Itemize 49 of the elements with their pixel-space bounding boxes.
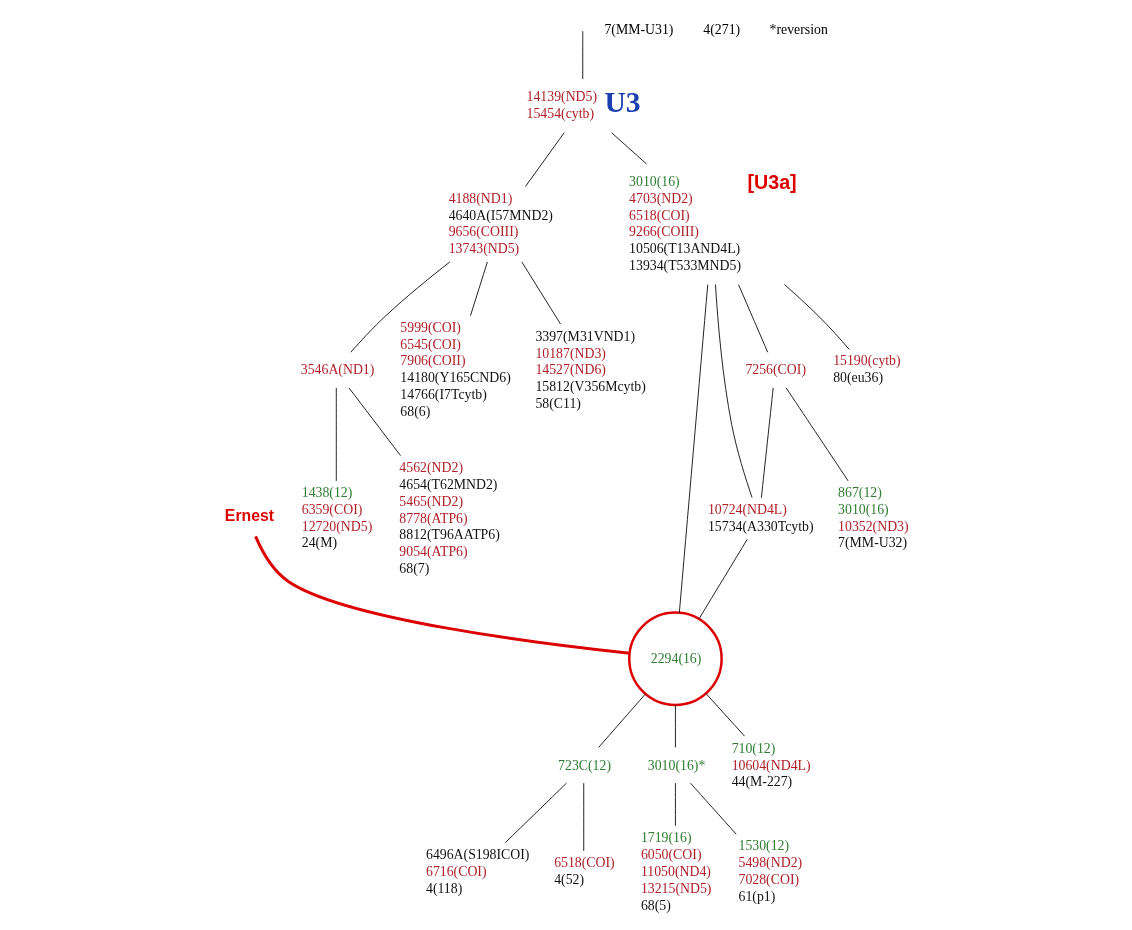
- connector: [335, 387, 337, 482]
- node-circle: 2294(16): [628, 611, 723, 707]
- connector: [738, 284, 769, 353]
- connector: [350, 261, 451, 353]
- connector: [785, 387, 849, 482]
- connector: [504, 782, 567, 844]
- label: 4(271): [703, 21, 741, 37]
- node-text: 1719(16) 6050(COI) 11050(ND4) 13215(ND5) 68(5): [640, 830, 712, 913]
- node-label: U3: [604, 85, 641, 118]
- connector: [690, 782, 737, 835]
- node-text: 5999(COI) 6545(COI) 7906(COII) 14180(Y165CND6) 14766(I7Tcytb) 68(6): [400, 319, 511, 419]
- node-text: 4562(ND2) 4654(T62MND2) 5465(ND2) 8778(ATP6) 8812(T96AATP6) 9054(ATP6) 68(7): [399, 460, 500, 576]
- node-text: 4188(ND1) 4640A(I57MND2) 9656(COIII) 13743(ND5): [448, 190, 553, 257]
- connector: [524, 132, 565, 187]
- connector: [714, 284, 753, 498]
- connector: [521, 261, 562, 325]
- connector: [598, 693, 646, 748]
- node-text: 1530(12) 5498(ND2) 7028(COI) 61(p1): [738, 838, 803, 904]
- node-text: 3010(16)*: [647, 757, 706, 773]
- connector: [760, 387, 774, 499]
- node-text: 6518(COI) 4(52): [554, 855, 615, 887]
- connector: [583, 782, 585, 852]
- node-text: 710(12) 10604(ND4L) 44(M-227): [731, 740, 811, 790]
- connector: [678, 284, 709, 614]
- connector: [674, 704, 676, 748]
- connector: [469, 261, 488, 317]
- node-text: 6496A(S198ICOI) 6716(COI) 4(118): [426, 847, 530, 896]
- node-text: 7256(COI): [745, 362, 806, 378]
- connector: [582, 30, 584, 80]
- label: 7(MM-U31): [604, 21, 674, 37]
- connector: [698, 538, 748, 620]
- connector: [705, 692, 745, 737]
- connector: [348, 387, 402, 457]
- node-text: 867(12) 3010(16) 10352(ND3) 7(MM-U32): [838, 485, 909, 551]
- node-text: 3397(M31VND1) 10187(ND3) 14527(ND6) 15812(V356Mcytb) 58(C11): [535, 328, 646, 411]
- node-text: 1438(12) 6359(COI) 12720(ND5) 24(M): [301, 485, 373, 551]
- node-text: 15190(cytb) 80(eu36): [833, 353, 901, 386]
- node-text: 14139(ND5) 15454(cytb): [526, 89, 598, 121]
- node-text: 10724(ND4L) 15734(A330Tcytb): [707, 501, 814, 534]
- label: *reversion: [769, 21, 828, 37]
- node-label: [U3a]: [747, 170, 797, 193]
- node-text: 723C(12): [558, 757, 611, 773]
- node-text: 3010(16) 4703(ND2) 6518(COI) 9266(COIII) 10506(T13AND4L) 13934(T533MND5): [629, 174, 741, 273]
- node-text: Ernest: [224, 507, 274, 525]
- node-text: 3546A(ND1): [300, 362, 375, 378]
- connector: [783, 284, 850, 350]
- connector: [611, 132, 648, 165]
- connector: [674, 782, 676, 827]
- connector: [254, 535, 630, 655]
